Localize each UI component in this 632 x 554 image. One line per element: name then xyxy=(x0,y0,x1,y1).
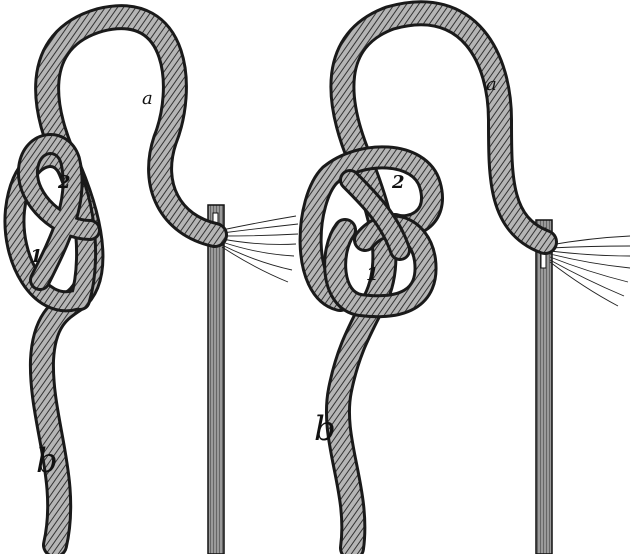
label-b-right: b xyxy=(314,409,336,449)
needle-right xyxy=(536,220,552,554)
figure-right: a b 1 2 xyxy=(311,13,630,554)
label-2-right: 2 xyxy=(391,172,405,193)
label-b-left: b xyxy=(36,441,58,481)
rope-right xyxy=(311,13,545,548)
label-a-right: a xyxy=(486,74,497,95)
label-1-right: 1 xyxy=(366,264,379,285)
label-2-left: 2 xyxy=(57,172,71,193)
needle-left xyxy=(208,205,224,554)
figure-left: a b 1 2 xyxy=(14,17,298,554)
label-1-left: 1 xyxy=(30,246,43,267)
fibers-right xyxy=(550,236,630,306)
label-a-left: a xyxy=(142,88,153,109)
fibers-left xyxy=(222,216,298,282)
